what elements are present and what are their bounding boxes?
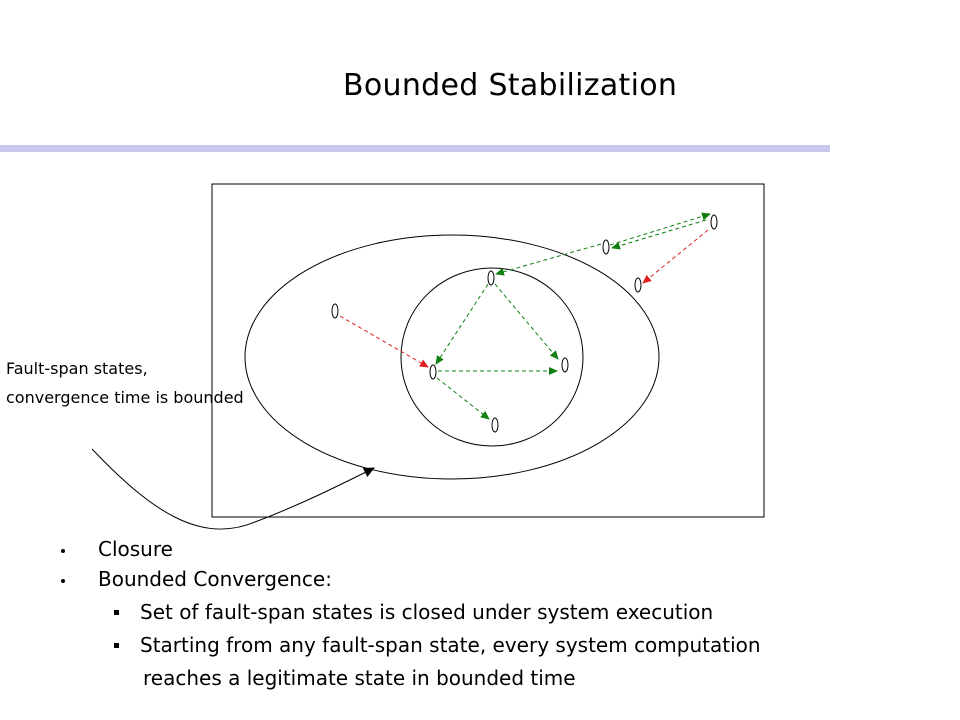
program-transition-arrow — [435, 283, 489, 365]
state-node — [561, 357, 569, 373]
diagram-caption-line-2: convergence time is bounded — [6, 388, 244, 407]
fault-span-ellipse — [244, 234, 660, 480]
bullet-dot-icon — [61, 549, 65, 553]
legitimate-states-circle — [400, 267, 584, 447]
state-node — [331, 303, 339, 319]
sub-bullet-continuation: reaches a legitimate state in bounded ti… — [143, 666, 576, 690]
program-transition-arrow — [495, 243, 602, 276]
state-node — [491, 417, 499, 433]
bullet-closure: Closure — [98, 537, 173, 561]
program-transition-arrow — [494, 283, 559, 360]
state-node — [602, 239, 610, 255]
bullet-square-icon — [114, 643, 119, 648]
state-node — [487, 270, 495, 286]
sub-bullet-starting: Starting from any fault-span state, ever… — [140, 633, 761, 657]
state-node — [429, 364, 437, 380]
state-node — [710, 214, 718, 230]
program-transition-arrow — [436, 377, 490, 420]
fault-transition-arrow — [339, 315, 429, 368]
title-underline-bar — [0, 145, 830, 152]
state-node — [634, 277, 642, 293]
bullet-bounded-convergence: Bounded Convergence: — [98, 567, 332, 591]
state-space-box — [211, 183, 765, 518]
slide-title: Bounded Stabilization — [343, 68, 678, 103]
bullet-dot-icon — [61, 579, 65, 583]
program-transition-arrow — [611, 219, 707, 250]
diagram-caption-line-1: Fault-span states, — [6, 359, 148, 378]
fault-transition-arrow — [642, 229, 709, 284]
bullet-square-icon — [114, 610, 119, 615]
program-transition-arrow — [609, 212, 711, 246]
caption-pointer-arrow — [91, 448, 375, 530]
sub-bullet-closed: Set of fault-span states is closed under… — [140, 600, 714, 624]
